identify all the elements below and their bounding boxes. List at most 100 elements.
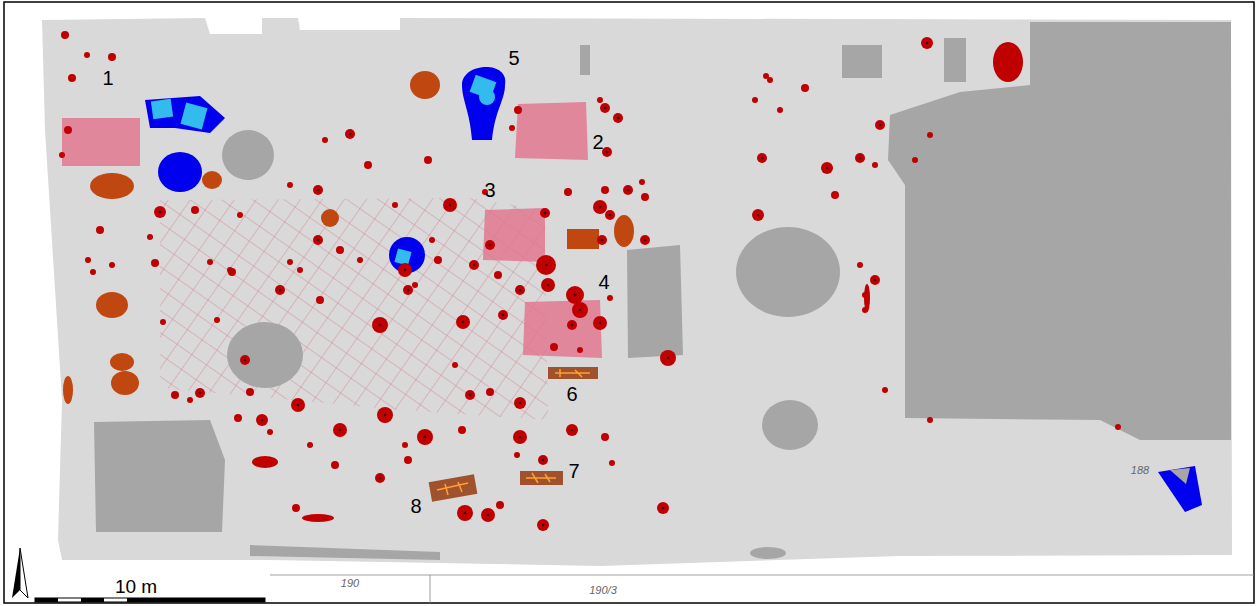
- posthole: [313, 235, 323, 245]
- posthole: [316, 296, 324, 304]
- posthole: [757, 153, 767, 163]
- posthole: [494, 271, 502, 279]
- posthole: [513, 430, 527, 444]
- posthole-core: [469, 394, 472, 397]
- parcel-line: [430, 575, 431, 603]
- posthole: [601, 433, 609, 441]
- posthole-core: [667, 357, 670, 360]
- grave: [429, 367, 598, 502]
- posthole: [85, 257, 91, 263]
- posthole-core: [519, 289, 522, 292]
- posthole: [256, 414, 268, 426]
- posthole: [993, 42, 1023, 82]
- callout-number: 6: [566, 384, 577, 404]
- posthole: [577, 347, 583, 353]
- posthole: [641, 193, 649, 201]
- posthole: [514, 106, 522, 114]
- posthole: [64, 126, 72, 134]
- posthole-core: [297, 404, 300, 407]
- posthole: [864, 284, 870, 312]
- posthole: [154, 206, 166, 218]
- parcel-number: 190: [341, 578, 359, 589]
- posthole: [752, 97, 758, 103]
- callout-number: 3: [484, 180, 495, 200]
- posthole: [536, 255, 556, 275]
- posthole: [108, 53, 116, 61]
- posthole: [246, 388, 254, 396]
- posthole: [443, 198, 457, 212]
- posthole-core: [617, 117, 620, 120]
- posthole-core: [879, 124, 882, 127]
- posthole: [322, 137, 328, 143]
- posthole: [313, 185, 323, 195]
- posthole-core: [519, 436, 522, 439]
- posthole: [333, 423, 347, 437]
- posthole-core: [159, 211, 162, 214]
- frame: [4, 2, 1254, 603]
- posthole: [537, 519, 549, 531]
- posthole-core: [462, 321, 465, 324]
- posthole: [456, 315, 470, 329]
- posthole: [597, 235, 607, 245]
- posthole-core: [579, 309, 582, 312]
- posthole: [214, 317, 220, 323]
- posthole: [767, 77, 773, 83]
- posthole-core: [571, 324, 574, 327]
- posthole: [302, 514, 334, 522]
- posthole-core: [662, 507, 665, 510]
- posthole: [623, 185, 633, 195]
- posthole: [640, 235, 650, 245]
- posthole: [237, 212, 243, 218]
- posthole: [292, 504, 300, 512]
- posthole-core: [545, 264, 548, 267]
- north-arrow: [12, 548, 28, 598]
- posthole-core: [601, 239, 604, 242]
- posthole: [84, 52, 90, 58]
- posthole: [515, 285, 525, 295]
- posthole: [417, 429, 433, 445]
- posthole: [372, 317, 388, 333]
- posthole: [458, 426, 466, 434]
- posthole-core: [519, 402, 522, 405]
- posthole-core: [644, 239, 647, 242]
- posthole: [921, 37, 933, 49]
- posthole: [392, 202, 398, 208]
- posthole: [660, 350, 676, 366]
- posthole: [875, 120, 885, 130]
- callout-number: 2: [592, 132, 603, 152]
- posthole: [429, 237, 435, 243]
- posthole: [424, 156, 432, 164]
- posthole: [927, 417, 933, 423]
- posthole: [297, 267, 303, 273]
- posthole-core: [544, 212, 547, 215]
- posthole: [927, 132, 933, 138]
- posthole: [452, 362, 458, 368]
- posthole: [307, 442, 313, 448]
- posthole: [240, 355, 250, 365]
- posthole: [404, 456, 412, 464]
- posthole-core: [489, 244, 492, 247]
- posthole: [465, 390, 475, 400]
- posthole: [541, 278, 555, 292]
- posthole-core: [571, 429, 574, 432]
- posthole: [187, 397, 193, 403]
- posthole-core: [424, 436, 427, 439]
- posthole-core: [542, 459, 545, 462]
- pit-blue: [145, 67, 1202, 512]
- posthole: [509, 125, 515, 131]
- posthole: [912, 157, 918, 163]
- parcel-number: 190/3: [589, 585, 617, 596]
- posthole: [872, 162, 878, 168]
- posthole: [593, 316, 607, 330]
- posthole: [1115, 424, 1121, 430]
- posthole: [331, 461, 339, 469]
- posthole-core: [604, 107, 607, 110]
- posthole: [345, 129, 355, 139]
- posthole-core: [407, 289, 410, 292]
- callout-number: 5: [508, 48, 519, 68]
- posthole: [151, 259, 159, 267]
- scale-bar: [35, 598, 265, 602]
- disturbance: [94, 22, 1231, 560]
- posthole: [514, 452, 520, 458]
- posthole: [398, 263, 412, 277]
